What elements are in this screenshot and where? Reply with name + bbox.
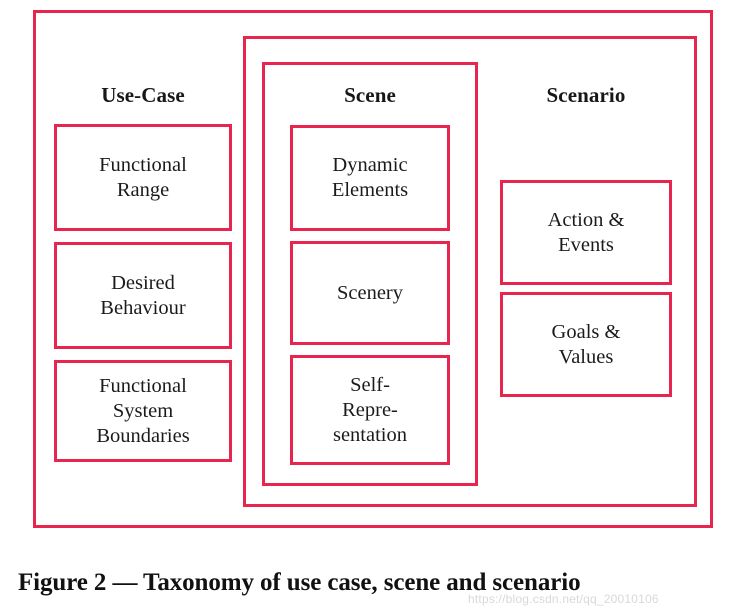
figure-caption: Figure 2 — Taxonomy of use case, scene a… (18, 569, 581, 596)
scenario-item-goals-and-values-label: Goals & Values (551, 320, 621, 368)
scene-item-self-representation: Self- Repre- sentation (290, 355, 450, 465)
use-case-item-desired-behaviour-label: Desired Behaviour (100, 271, 186, 319)
scene-item-dynamic-elements: Dynamic Elements (290, 125, 450, 231)
use-case-item-functional-range-label: Functional Range (99, 153, 187, 201)
column-title-scenario: Scenario (546, 83, 626, 107)
scene-item-scenery-label: Scenery (336, 281, 404, 304)
column-title-use-case: Use-Case (101, 83, 185, 107)
scene-item-scenery: Scenery (290, 241, 450, 345)
use-case-item-functional-range: Functional Range (54, 124, 232, 231)
scene-item-dynamic-elements-label: Dynamic Elements (331, 154, 409, 201)
scenario-item-goals-and-values: Goals & Values (500, 292, 672, 397)
scene-item-self-representation-label: Self- Repre- sentation (332, 373, 407, 446)
scenario-item-action-and-events-label: Action & Events (547, 208, 625, 256)
column-title-scene: Scene (344, 83, 396, 107)
use-case-item-functional-system-boundaries: Functional System Boundaries (54, 360, 232, 462)
use-case-item-desired-behaviour: Desired Behaviour (54, 242, 232, 349)
use-case-item-functional-system-boundaries-label: Functional System Boundaries (96, 374, 190, 447)
scenario-item-action-and-events: Action & Events (500, 180, 672, 285)
